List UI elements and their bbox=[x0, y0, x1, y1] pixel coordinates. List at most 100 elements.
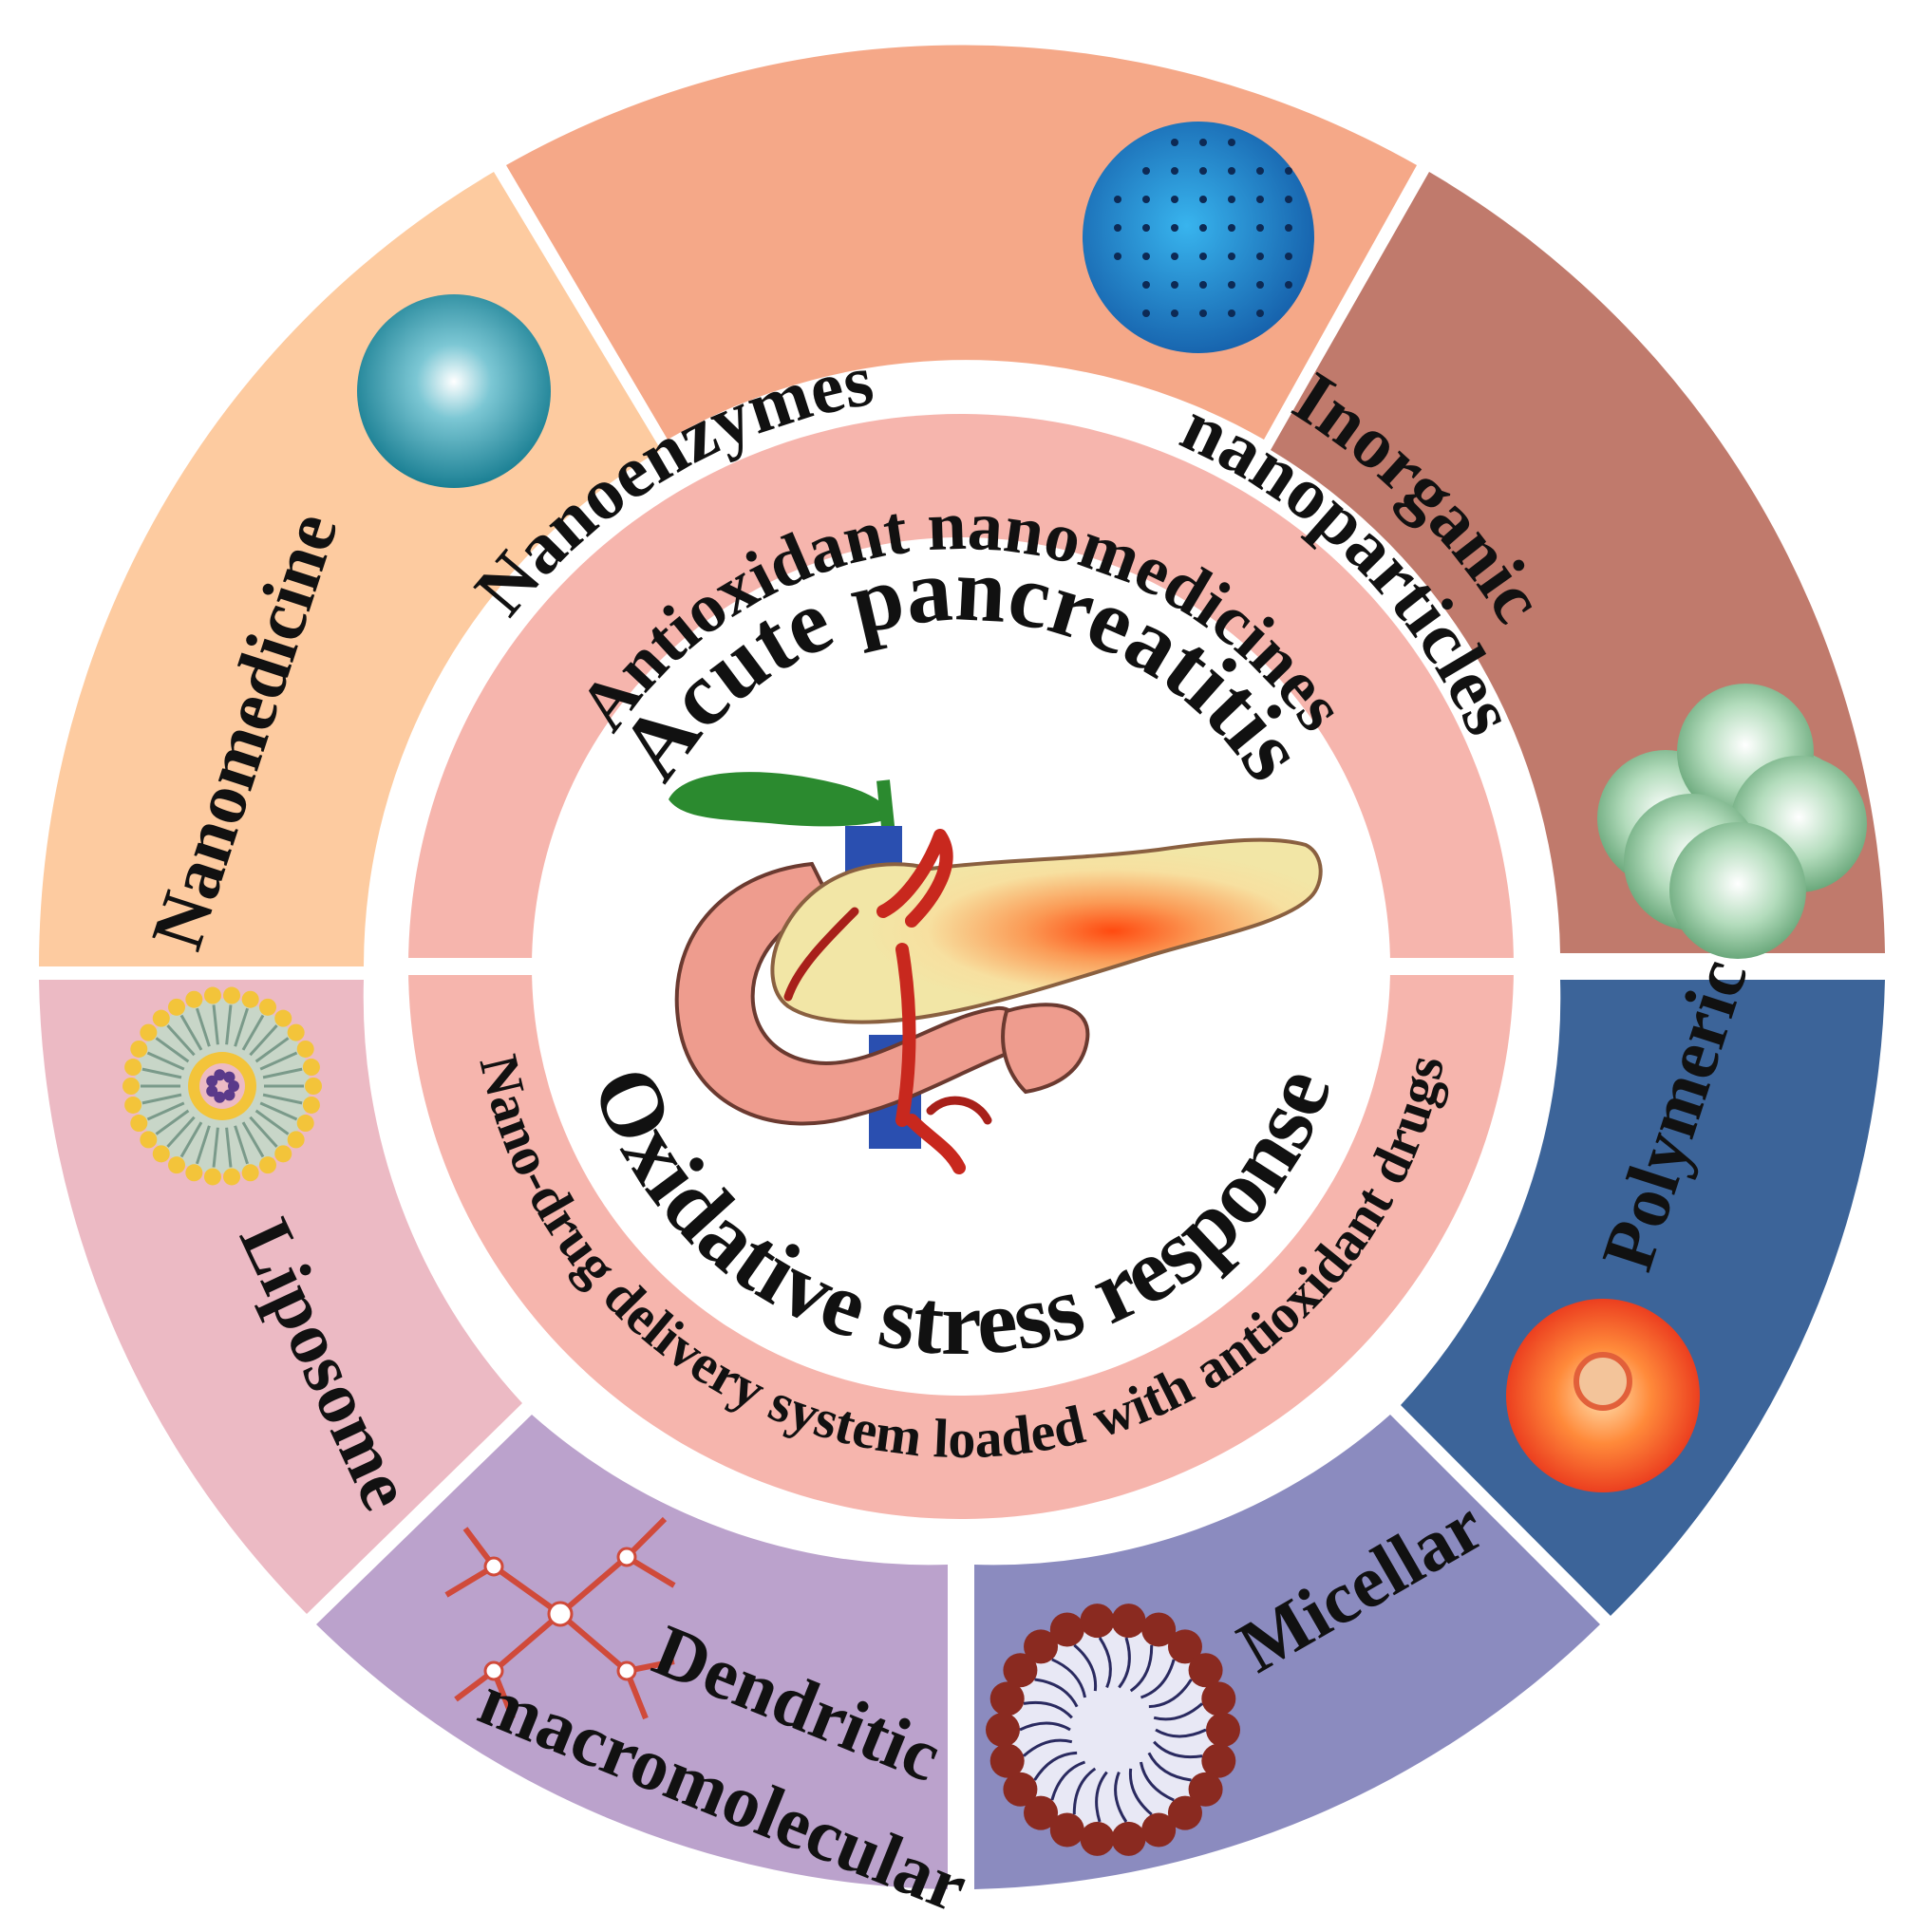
liposome-bead bbox=[259, 1156, 276, 1174]
sphere-dot bbox=[1228, 139, 1235, 146]
liposome-bead bbox=[305, 1078, 322, 1095]
sphere-dot bbox=[1142, 224, 1150, 232]
micelle-head bbox=[1167, 1629, 1202, 1664]
micelle-head bbox=[1201, 1743, 1236, 1778]
sphere-dot bbox=[1171, 309, 1178, 317]
micelle-head bbox=[1167, 1795, 1202, 1830]
micelle-tail bbox=[1114, 1771, 1128, 1823]
sphere-dot bbox=[1199, 139, 1207, 146]
micelle-head bbox=[1206, 1713, 1240, 1747]
sphere-dot bbox=[1228, 224, 1235, 232]
pancreas-tail bbox=[1001, 1003, 1090, 1095]
liposome-tail bbox=[155, 1109, 190, 1135]
sphere-dot bbox=[1256, 309, 1264, 317]
liposome-tail bbox=[179, 1121, 203, 1158]
liposome-core-dot bbox=[214, 1069, 226, 1081]
micelle-head bbox=[1111, 1604, 1146, 1639]
micelle-tail bbox=[1023, 1700, 1073, 1719]
micelle-head bbox=[1080, 1821, 1115, 1856]
liposome-bead bbox=[185, 990, 203, 1008]
sphere-dot bbox=[1199, 224, 1207, 232]
sphere-dot bbox=[1228, 309, 1235, 317]
sphere-dot bbox=[1228, 167, 1235, 175]
liposome-tail bbox=[262, 1067, 303, 1079]
sphere-dot bbox=[1142, 196, 1150, 203]
liposome-tail bbox=[166, 1116, 196, 1148]
liposome-tail bbox=[254, 1037, 290, 1063]
liposome-tail bbox=[241, 1121, 265, 1158]
liposome-tail bbox=[155, 1037, 190, 1063]
liposome-tail bbox=[195, 1007, 211, 1047]
micelle-head bbox=[1201, 1681, 1236, 1716]
liposome-core-dot bbox=[206, 1075, 218, 1087]
sphere-dot bbox=[1256, 167, 1264, 175]
liposome-bead bbox=[259, 998, 276, 1016]
segment-polymeric bbox=[1401, 980, 1885, 1616]
sphere-dot bbox=[1256, 224, 1264, 232]
sphere-dot bbox=[1171, 139, 1178, 146]
micelle-tail bbox=[1128, 1768, 1153, 1816]
liposome-tail bbox=[166, 1024, 196, 1057]
sphere-dot bbox=[1199, 309, 1207, 317]
sphere-dot bbox=[1171, 224, 1178, 232]
micelle-tail bbox=[1129, 1644, 1154, 1693]
green-sphere-cluster-icon bbox=[1597, 684, 1867, 959]
sphere-dot bbox=[1114, 253, 1121, 260]
liposome-bead bbox=[296, 1040, 314, 1058]
liposome-bead bbox=[241, 1164, 259, 1182]
orange-polymer-sphere-icon bbox=[1506, 1299, 1700, 1492]
liposome-tail bbox=[259, 1051, 298, 1071]
micelle-head bbox=[1111, 1821, 1146, 1856]
micelle-head bbox=[989, 1743, 1025, 1778]
liposome-bead bbox=[223, 1168, 241, 1186]
liposome-tail bbox=[259, 1101, 298, 1121]
sphere-dot bbox=[1285, 167, 1292, 175]
segment-dendritic-macromolecular bbox=[316, 1415, 948, 1889]
liposome-tail bbox=[179, 1014, 203, 1051]
micelle-tail bbox=[1034, 1678, 1079, 1708]
sphere-dot bbox=[1142, 281, 1150, 289]
liposome-tail bbox=[141, 1067, 182, 1079]
micelle-icon bbox=[986, 1604, 1240, 1856]
sphere-dot bbox=[1171, 253, 1178, 260]
micelle-head bbox=[1049, 1812, 1084, 1848]
liposome-bead bbox=[124, 1096, 142, 1114]
liposome-bead bbox=[140, 1023, 158, 1041]
micelle-tail bbox=[1140, 1659, 1176, 1699]
liposome-tail bbox=[225, 1127, 233, 1168]
sphere-dot bbox=[1199, 167, 1207, 175]
liposome-bead bbox=[296, 1115, 314, 1133]
micelle-tail bbox=[1051, 1658, 1087, 1698]
micelle-tail bbox=[1153, 1740, 1203, 1759]
teal-sphere-icon bbox=[357, 294, 551, 488]
liposome-bead bbox=[302, 1096, 320, 1114]
liposome-tail bbox=[146, 1101, 185, 1121]
sphere-dot bbox=[1228, 196, 1235, 203]
liposome-bead bbox=[203, 1168, 221, 1186]
liposome-bead bbox=[241, 990, 259, 1008]
liposome-tail bbox=[234, 1007, 250, 1047]
sphere-dot bbox=[1171, 167, 1178, 175]
liposome-bead bbox=[122, 1078, 140, 1095]
micelle-tail bbox=[1050, 1760, 1086, 1801]
micelle-tail bbox=[1033, 1751, 1078, 1781]
sphere-dot bbox=[1171, 196, 1178, 203]
micelle-tail bbox=[1118, 1637, 1131, 1689]
micelle-tail bbox=[1147, 1752, 1192, 1782]
micelle-tail bbox=[1155, 1728, 1207, 1738]
sphere-dot bbox=[1199, 253, 1207, 260]
micelle-head bbox=[986, 1713, 1020, 1747]
dotted-blue-sphere-icon bbox=[1083, 122, 1314, 353]
micelle-head bbox=[1049, 1612, 1084, 1647]
micelle-head bbox=[1141, 1812, 1177, 1848]
liposome-tail bbox=[212, 1004, 219, 1045]
micelle-head bbox=[1188, 1653, 1223, 1688]
dendrimer-icon bbox=[444, 1516, 676, 1720]
artery-branch bbox=[783, 907, 992, 1125]
sphere-dot bbox=[1114, 224, 1121, 232]
liposome-bead bbox=[130, 1040, 148, 1058]
liposome-bead bbox=[124, 1059, 142, 1077]
liposome-bead bbox=[274, 1145, 292, 1163]
liposome-bead bbox=[287, 1023, 305, 1041]
